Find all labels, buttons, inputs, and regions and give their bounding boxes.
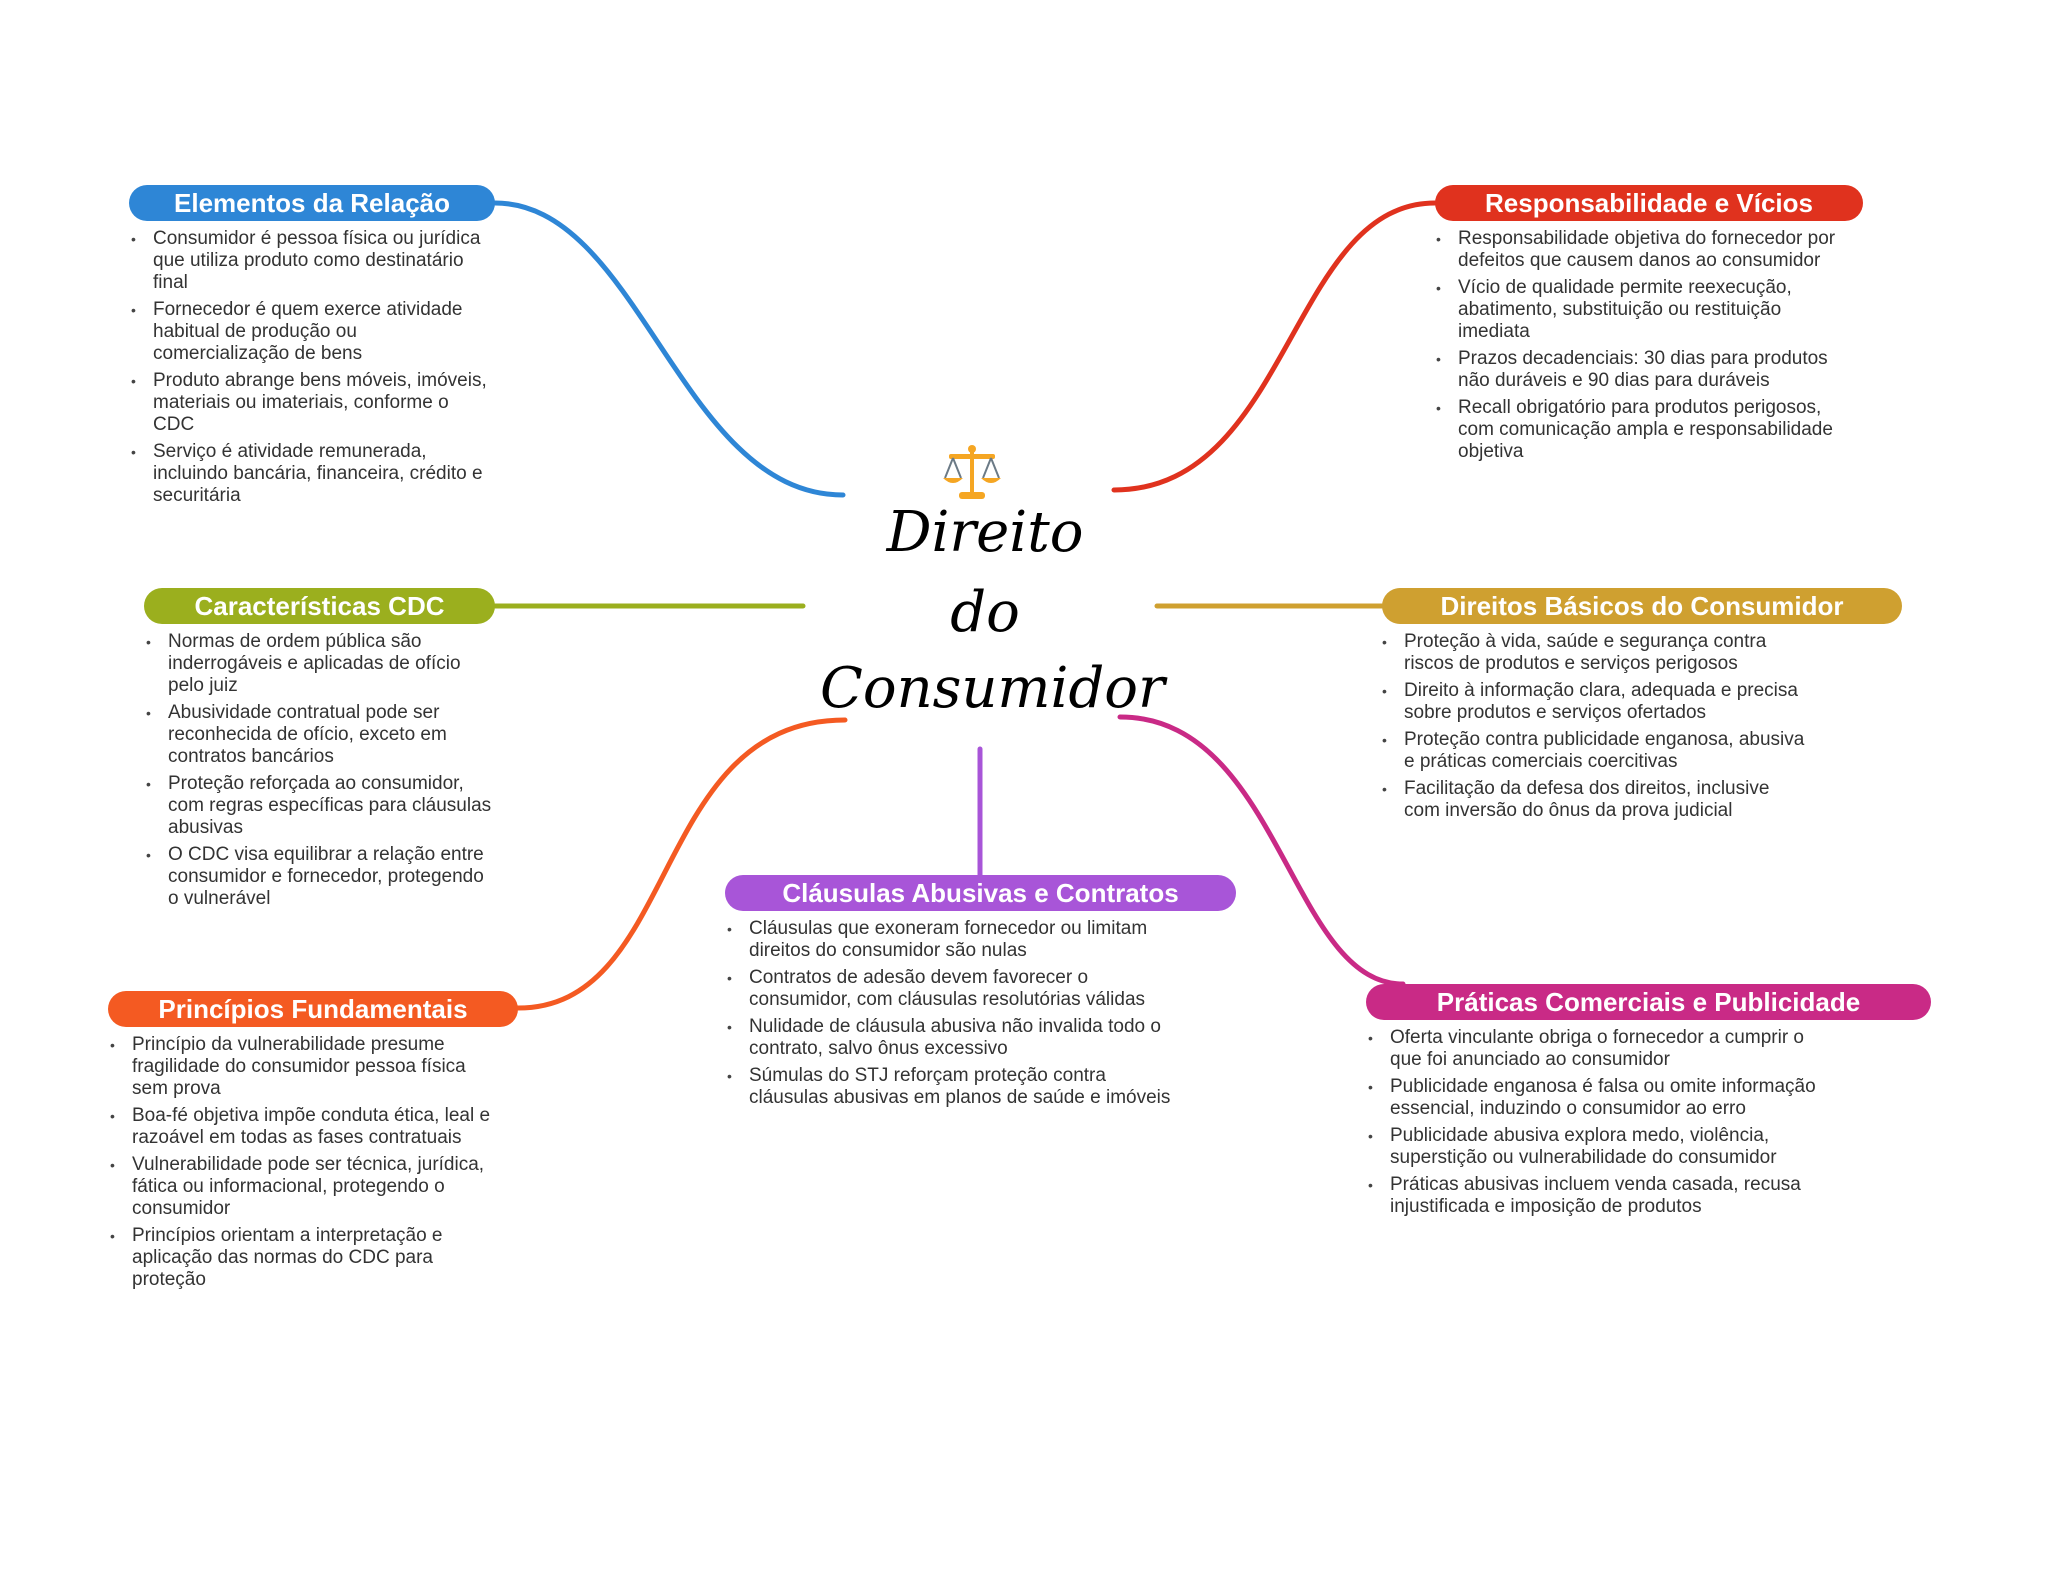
- branch-header-responsabilidade[interactable]: Responsabilidade e Vícios: [1435, 185, 1863, 221]
- balance-scale-icon: [943, 445, 1001, 499]
- central-title-line-2: do: [950, 580, 1020, 645]
- list-item: Boa-fé objetiva impõe conduta ética, lea…: [108, 1105, 498, 1149]
- branch-header-praticas[interactable]: Práticas Comerciais e Publicidade: [1366, 984, 1931, 1020]
- list-item: Princípios orientam a interpretação e ap…: [108, 1225, 498, 1291]
- branch-list-elementos: Consumidor é pessoa física ou jurídica q…: [129, 228, 489, 512]
- list-item: Consumidor é pessoa física ou jurídica q…: [129, 228, 489, 294]
- list-item: Recall obrigatório para produtos perigos…: [1434, 397, 1854, 463]
- list-item: Cláusulas que exoneram fornecedor ou lim…: [725, 918, 1175, 962]
- list-item: Proteção contra publicidade enganosa, ab…: [1380, 729, 1810, 773]
- list-item: Contratos de adesão devem favorecer o co…: [725, 967, 1175, 1011]
- branch-header-caracteristicas[interactable]: Características CDC: [144, 588, 495, 624]
- branch-header-principios[interactable]: Princípios Fundamentais: [108, 991, 518, 1027]
- branch-list-praticas: Oferta vinculante obriga o fornecedor a …: [1366, 1027, 1816, 1223]
- branch-list-responsabilidade: Responsabilidade objetiva do fornecedor …: [1434, 228, 1854, 468]
- list-item: Facilitação da defesa dos direitos, incl…: [1380, 778, 1810, 822]
- list-item: Vulnerabilidade pode ser técnica, jurídi…: [108, 1154, 498, 1220]
- list-item: Vício de qualidade permite reexecução, a…: [1434, 277, 1854, 343]
- branch-list-principios: Princípio da vulnerabilidade presume fra…: [108, 1034, 498, 1296]
- list-item: Práticas abusivas incluem venda casada, …: [1366, 1174, 1816, 1218]
- list-item: Princípio da vulnerabilidade presume fra…: [108, 1034, 498, 1100]
- central-title-line-1: Direito: [886, 500, 1084, 565]
- branch-header-direitos[interactable]: Direitos Básicos do Consumidor: [1382, 588, 1902, 624]
- list-item: Publicidade abusiva explora medo, violên…: [1366, 1125, 1816, 1169]
- list-item: Oferta vinculante obriga o fornecedor a …: [1366, 1027, 1816, 1071]
- list-item: Publicidade enganosa é falsa ou omite in…: [1366, 1076, 1816, 1120]
- branch-header-elementos[interactable]: Elementos da Relação: [129, 185, 495, 221]
- list-item: Fornecedor é quem exerce atividade habit…: [129, 299, 489, 365]
- connector-responsabilidade: [1111, 200, 1438, 493]
- list-item: Produto abrange bens móveis, imóveis, ma…: [129, 370, 489, 436]
- branch-list-clausulas: Cláusulas que exoneram fornecedor ou lim…: [725, 918, 1175, 1114]
- list-item: Direito à informação clara, adequada e p…: [1380, 680, 1810, 724]
- branch-list-direitos: Proteção à vida, saúde e segurança contr…: [1380, 631, 1810, 827]
- list-item: Nulidade de cláusula abusiva não invalid…: [725, 1016, 1175, 1060]
- branch-list-caracteristicas: Normas de ordem pública são inderrogávei…: [144, 631, 494, 915]
- list-item: Normas de ordem pública são inderrogávei…: [144, 631, 494, 697]
- connector-praticas: [1117, 714, 1406, 987]
- list-item: Responsabilidade objetiva do fornecedor …: [1434, 228, 1854, 272]
- list-item: Abusividade contratual pode ser reconhec…: [144, 702, 494, 768]
- list-item: O CDC visa equilibrar a relação entre co…: [144, 844, 494, 910]
- branch-header-clausulas[interactable]: Cláusulas Abusivas e Contratos: [725, 875, 1236, 911]
- list-item: Serviço é atividade remunerada, incluind…: [129, 441, 489, 507]
- connector-elementos: [492, 200, 846, 498]
- list-item: Proteção reforçada ao consumidor, com re…: [144, 773, 494, 839]
- list-item: Prazos decadenciais: 30 dias para produt…: [1434, 348, 1854, 392]
- central-title-line-3: Consumidor: [820, 656, 1165, 721]
- list-item: Súmulas do STJ reforçam proteção contra …: [725, 1065, 1175, 1109]
- list-item: Proteção à vida, saúde e segurança contr…: [1380, 631, 1810, 675]
- connector-principios: [515, 717, 848, 1011]
